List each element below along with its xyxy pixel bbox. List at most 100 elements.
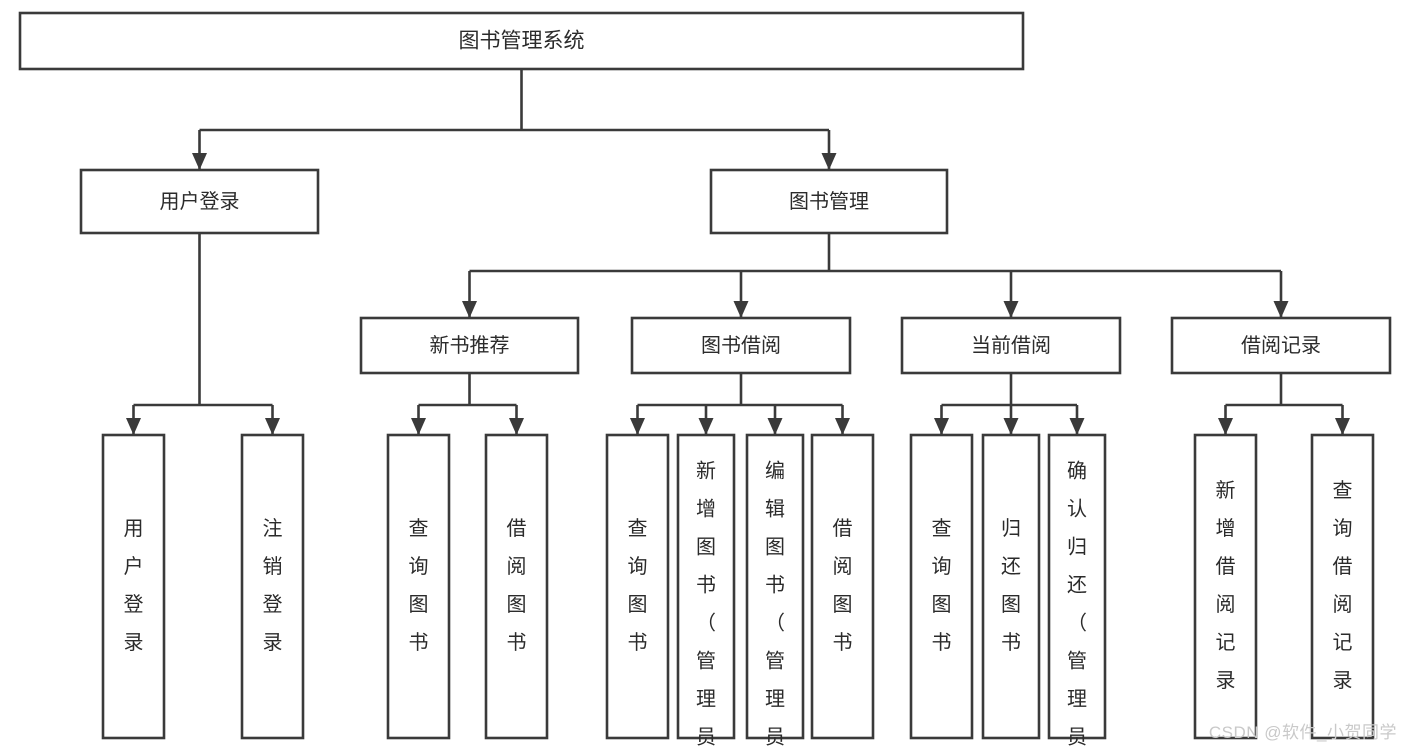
- svg-text:书: 书: [628, 631, 648, 654]
- node-box: [18, 11, 1025, 71]
- svg-text:销: 销: [263, 555, 283, 578]
- svg-text:确: 确: [1067, 459, 1087, 482]
- node-current-borrow[interactable]: 当前借阅: [900, 316, 1122, 375]
- svg-text:管: 管: [696, 649, 716, 672]
- arrow-head-icon: [1069, 418, 1085, 435]
- svg-text:查: 查: [409, 517, 429, 540]
- arrow-head-icon: [411, 418, 426, 435]
- svg-text:询: 询: [409, 555, 429, 578]
- arrow-head-icon: [1003, 418, 1019, 435]
- node-box: [676, 433, 736, 740]
- svg-text:书: 书: [1001, 631, 1021, 654]
- node-box: [386, 433, 451, 740]
- node-label: 用户登录: [160, 190, 240, 213]
- node-box: [745, 433, 805, 740]
- svg-text:归: 归: [1067, 535, 1087, 558]
- svg-text:理: 理: [696, 688, 716, 710]
- svg-text:还: 还: [1001, 555, 1021, 578]
- svg-text:认: 认: [1067, 497, 1087, 520]
- svg-text:书: 书: [833, 631, 853, 654]
- svg-text:登: 登: [263, 593, 283, 616]
- arrow-head-icon: [698, 418, 714, 435]
- svg-text:（: （: [696, 611, 716, 634]
- svg-text:图: 图: [765, 536, 785, 558]
- node-leaf-user-login[interactable]: 用户登录: [101, 433, 166, 740]
- svg-text:借: 借: [507, 517, 527, 540]
- svg-text:用: 用: [124, 518, 144, 540]
- node-label: 图书借阅: [701, 334, 781, 357]
- connectors-layer: [126, 69, 1350, 435]
- svg-text:归: 归: [1001, 517, 1021, 540]
- node-label: 当前借阅: [971, 334, 1051, 357]
- svg-text:记: 记: [1216, 631, 1236, 654]
- node-box: [900, 316, 1122, 375]
- svg-text:辑: 辑: [765, 497, 785, 520]
- svg-text:录: 录: [124, 632, 144, 654]
- node-book-manage[interactable]: 图书管理: [709, 168, 949, 235]
- svg-text:询: 询: [1333, 517, 1353, 540]
- arrow-head-icon: [462, 301, 477, 318]
- arrow-head-icon: [1335, 418, 1350, 435]
- svg-text:录: 录: [1333, 670, 1353, 692]
- arrow-head-icon: [934, 418, 949, 435]
- svg-text:图: 图: [409, 594, 429, 616]
- node-user-login[interactable]: 用户登录: [79, 168, 320, 235]
- svg-text:登: 登: [124, 593, 144, 616]
- arrow-head-icon: [192, 153, 207, 170]
- svg-text:书: 书: [696, 573, 716, 596]
- node-box: [484, 433, 549, 740]
- svg-text:借: 借: [833, 517, 853, 540]
- svg-text:管: 管: [765, 649, 785, 672]
- nodes-layer: 图书管理系统用户登录图书管理新书推荐图书借阅当前借阅借阅记录用户登录注销登录查询…: [18, 11, 1392, 747]
- node-box: [605, 433, 670, 740]
- svg-text:查: 查: [1333, 479, 1353, 502]
- svg-text:阅: 阅: [1333, 593, 1353, 616]
- svg-text:还: 还: [1067, 573, 1087, 596]
- svg-text:书: 书: [932, 631, 952, 654]
- svg-text:借: 借: [1333, 555, 1353, 578]
- svg-text:记: 记: [1333, 631, 1353, 654]
- node-book-borrow[interactable]: 图书借阅: [630, 316, 852, 375]
- svg-text:图: 图: [628, 594, 648, 616]
- node-root[interactable]: 图书管理系统: [18, 11, 1025, 71]
- svg-text:书: 书: [409, 631, 429, 654]
- svg-text:录: 录: [263, 632, 283, 654]
- svg-text:图: 图: [507, 594, 527, 616]
- svg-text:图: 图: [932, 594, 952, 616]
- node-new-book-rec[interactable]: 新书推荐: [359, 316, 580, 375]
- svg-text:新: 新: [696, 459, 716, 482]
- svg-text:员: 员: [1067, 726, 1087, 747]
- node-label: 新书推荐: [430, 334, 510, 357]
- svg-text:编: 编: [765, 459, 785, 482]
- svg-text:管: 管: [1067, 649, 1087, 672]
- arrow-head-icon: [767, 418, 783, 435]
- node-box: [1193, 433, 1258, 740]
- svg-text:员: 员: [765, 726, 785, 747]
- svg-text:图: 图: [1001, 594, 1021, 616]
- arrow-head-icon: [821, 153, 837, 170]
- node-box: [240, 433, 305, 740]
- node-label: 图书管理系统: [459, 30, 585, 53]
- svg-text:阅: 阅: [507, 555, 527, 578]
- node-borrow-record[interactable]: 借阅记录: [1170, 316, 1392, 375]
- node-box: [1047, 433, 1107, 740]
- node-label: 用户登录: [124, 518, 144, 654]
- arrow-head-icon: [1003, 301, 1019, 318]
